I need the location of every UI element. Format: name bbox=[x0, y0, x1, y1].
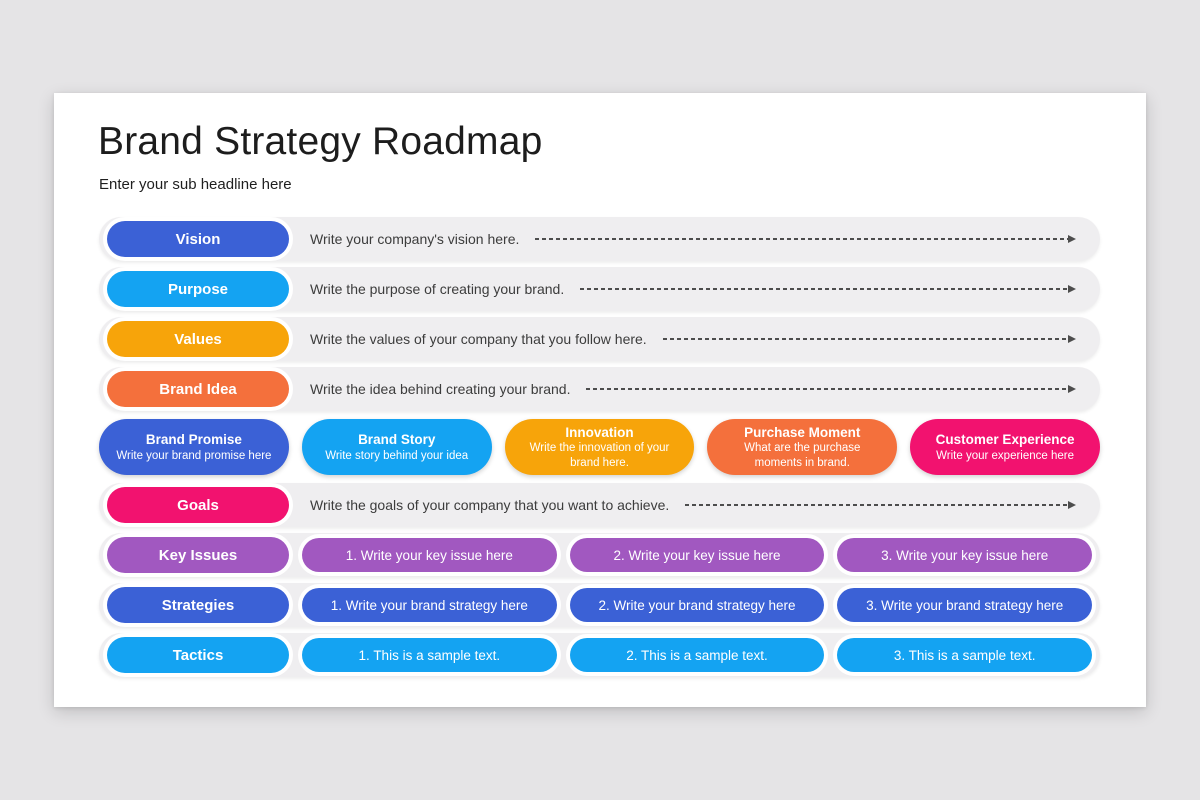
item-pill-key-issues-1: 1. Write your key issue here bbox=[302, 538, 557, 573]
row-key-issues: Key Issues 1. Write your key issue here 2.… bbox=[99, 533, 1100, 578]
row-brand-idea: Brand Idea Write the idea behind creating… bbox=[99, 367, 1100, 412]
slide-header: Brand Strategy Roadmap Enter your sub he… bbox=[54, 93, 1146, 193]
dashed-arrow bbox=[580, 285, 1076, 294]
row-description-values: Write the values of your company that yo… bbox=[310, 331, 647, 348]
slide-canvas: Brand Strategy Roadmap Enter your sub he… bbox=[54, 93, 1146, 707]
info-card-subtitle: Write your brand promise here bbox=[116, 449, 272, 462]
dashed-arrow bbox=[586, 385, 1076, 394]
item-pill-tactics-3: 3. This is a sample text. bbox=[837, 638, 1093, 673]
info-card-title: Innovation bbox=[565, 424, 634, 440]
info-card-subtitle: Write story behind your idea bbox=[325, 449, 469, 462]
arrowhead-icon bbox=[1068, 235, 1076, 244]
info-card-title: Customer Experience bbox=[935, 432, 1075, 448]
info-card-subtitle: Write your experience here bbox=[936, 449, 1075, 462]
label-pill-values: Values bbox=[107, 321, 289, 358]
label-pill-vision: Vision bbox=[107, 221, 289, 258]
arrowhead-icon bbox=[1068, 385, 1076, 394]
arrowhead-icon bbox=[1068, 335, 1076, 344]
label-pill-tactics: Tactics bbox=[107, 637, 289, 674]
row-description-goals: Write the goals of your company that you… bbox=[310, 497, 670, 514]
label-pill-purpose: Purpose bbox=[107, 271, 289, 308]
dashed-arrow bbox=[535, 235, 1076, 244]
item-pill-strategies-3: 3. Write your brand strategy here bbox=[837, 588, 1093, 623]
item-pill-tactics-1: 1. This is a sample text. bbox=[302, 638, 557, 673]
dashed-arrow bbox=[685, 501, 1076, 510]
dashed-arrow bbox=[662, 335, 1076, 344]
info-card-title: Purchase Moment bbox=[744, 424, 861, 440]
page-subtitle: Enter your sub headline here bbox=[99, 176, 292, 194]
row-purpose: Purpose Write the purpose of creating you… bbox=[99, 267, 1100, 312]
row-tactics: Tactics 1. This is a sample text. 2. This … bbox=[99, 633, 1100, 678]
row-description-brand-idea: Write the idea behind creating your bran… bbox=[310, 381, 571, 398]
item-pill-key-issues-2: 2. Write your key issue here bbox=[569, 538, 825, 573]
item-pill-strategies-2: 2. Write your brand strategy here bbox=[569, 588, 825, 623]
label-pill-strategies: Strategies bbox=[107, 587, 289, 624]
row-strategies: Strategies 1. Write your brand strategy h… bbox=[99, 583, 1100, 628]
row-description-vision: Write your company's vision here. bbox=[310, 231, 520, 248]
item-pill-strategies-1: 1. Write your brand strategy here bbox=[302, 588, 557, 623]
page-title: Brand Strategy Roadmap bbox=[98, 120, 543, 163]
label-pill-key-issues: Key Issues bbox=[107, 537, 289, 574]
label-pill-goals: Goals bbox=[107, 487, 289, 524]
item-pill-tactics-2: 2. This is a sample text. bbox=[569, 638, 825, 673]
info-card-subtitle: What are the purchase moments in brand. bbox=[744, 442, 861, 469]
item-pill-key-issues-3: 3. Write your key issue here bbox=[837, 538, 1093, 573]
info-card-title: Brand Story bbox=[358, 432, 436, 448]
row-vision: Vision Write your company's vision here. bbox=[99, 217, 1100, 262]
row-goals: Goals Write the goals of your company tha… bbox=[99, 483, 1100, 528]
rows-container: Vision Write your company's vision here. P… bbox=[99, 217, 1100, 678]
row-values: Values Write the values of your company t… bbox=[99, 317, 1100, 362]
info-card-subtitle: Write the innovation of your brand here. bbox=[529, 442, 670, 469]
arrowhead-icon bbox=[1068, 285, 1076, 294]
info-card-title: Brand Promise bbox=[145, 432, 242, 448]
row-description-purpose: Write the purpose of creating your brand… bbox=[310, 281, 565, 298]
arrowhead-icon bbox=[1068, 501, 1076, 510]
label-pill-brand-idea: Brand Idea bbox=[107, 371, 289, 408]
